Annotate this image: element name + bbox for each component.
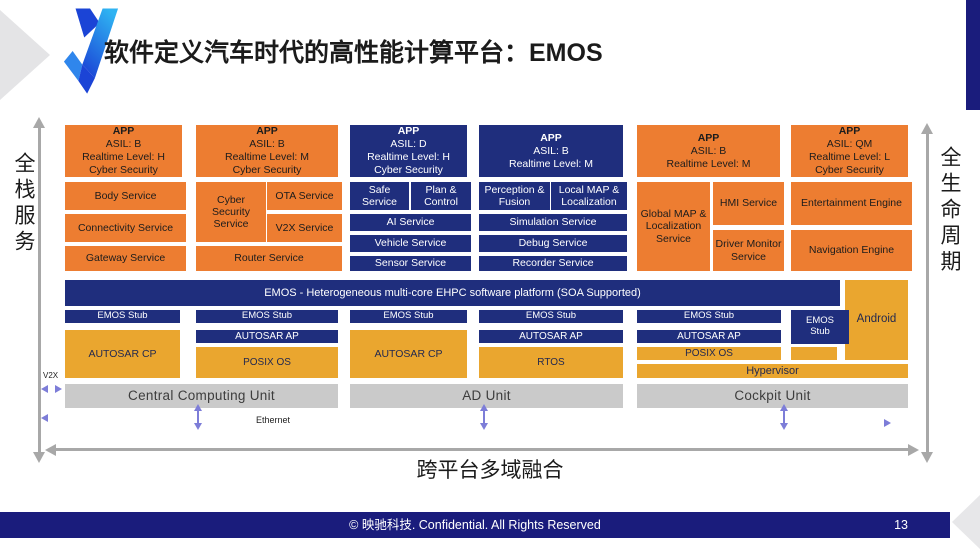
- unit-cockpit: Cockpit Unit: [637, 384, 908, 408]
- service-global-map: Global MAP & Localization Service: [637, 182, 710, 271]
- service-gateway: Gateway Service: [65, 246, 186, 271]
- service-perception-fusion: Perception & Fusion: [479, 182, 550, 210]
- app-box-ad-2: APP ASIL: B Realtime Level: M: [479, 125, 623, 177]
- bottom-span-arrowhead-right-icon: [908, 444, 919, 456]
- v2x-arrow-left-icon: [41, 385, 48, 393]
- bottom-caption: 跨平台多域融合: [416, 459, 564, 482]
- service-simulation: Simulation Service: [479, 214, 627, 231]
- emos-stub-5: EMOS Stub: [637, 310, 781, 323]
- autosar-cp-1: AUTOSAR CP: [65, 330, 180, 378]
- app-box-ad-1: APP ASIL: D Realtime Level: H Cyber Secu…: [350, 125, 467, 177]
- service-router: Router Service: [196, 246, 342, 271]
- app-box-cockpit-2: APP ASIL: QM Realtime Level: L Cyber Sec…: [791, 125, 908, 177]
- bottom-span-arrowhead-left-icon: [45, 444, 56, 456]
- service-entertainment: Entertainment Engine: [791, 182, 912, 225]
- emos-stub-3: EMOS Stub: [350, 310, 467, 323]
- v2x-arrow-left2-icon: [41, 414, 48, 422]
- hypervisor-bar: Hypervisor: [637, 364, 908, 378]
- app-box-cockpit-1: APP ASIL: B Realtime Level: M: [637, 125, 780, 177]
- android-strip: [791, 347, 837, 360]
- rtos-box: RTOS: [479, 347, 623, 378]
- service-debug: Debug Service: [479, 235, 627, 252]
- emos-stub-2: EMOS Stub: [196, 310, 338, 323]
- ethernet-link-ad-icon: [479, 404, 489, 430]
- service-body: Body Service: [65, 182, 186, 210]
- autosar-ap-5: AUTOSAR AP: [637, 330, 781, 343]
- posix-os-2: POSIX OS: [196, 347, 338, 378]
- right-axis-arrowhead-down-icon: [921, 452, 933, 463]
- emos-stub-1: EMOS Stub: [65, 310, 180, 323]
- emos-stub-small: EMOS Stub: [791, 310, 849, 344]
- app-box-central-1: APP ASIL: B Realtime Level: H Cyber Secu…: [65, 125, 182, 177]
- service-driver-monitor: Driver Monitor Service: [713, 230, 784, 271]
- ethernet-label: Ethernet: [256, 415, 291, 425]
- service-cyber-security: Cyber Security Service: [196, 182, 266, 242]
- service-connectivity: Connectivity Service: [65, 214, 186, 242]
- unit-ad: AD Unit: [350, 384, 623, 408]
- footer-bar: © 映驰科技. Confidential. All Rights Reserve…: [0, 512, 950, 538]
- bottom-span-arrow: [56, 448, 908, 451]
- autosar-cp-3: AUTOSAR CP: [350, 330, 467, 378]
- service-local-map: Local MAP & Localization: [551, 182, 627, 210]
- android-box: Android: [845, 280, 908, 360]
- company-logo-icon: [63, 8, 119, 94]
- service-ota: OTA Service: [267, 182, 342, 210]
- posix-os-5: POSIX OS: [637, 347, 781, 360]
- service-safe: Safe Service: [350, 182, 409, 210]
- right-axis-arrowhead-up-icon: [921, 123, 933, 134]
- left-axis-arrowhead-down-icon: [33, 452, 45, 463]
- service-recorder: Recorder Service: [479, 256, 627, 271]
- left-axis-arrow: [38, 128, 41, 452]
- emos-platform-bar: EMOS - Heterogeneous multi-core EHPC sof…: [65, 280, 840, 306]
- service-vehicle: Vehicle Service: [350, 235, 471, 252]
- v2x-label: V2X: [43, 371, 59, 380]
- service-hmi: HMI Service: [713, 182, 784, 225]
- decorative-chevron-left-icon: [0, 10, 50, 100]
- ethernet-link-cockpit-icon: [779, 404, 789, 430]
- service-v2x: V2X Service: [267, 214, 342, 242]
- link-arrow-right-icon: [884, 419, 891, 427]
- service-navigation: Navigation Engine: [791, 230, 912, 271]
- service-ai: AI Service: [350, 214, 471, 231]
- v2x-arrow-right-icon: [55, 385, 62, 393]
- service-plan-control: Plan & Control: [411, 182, 471, 210]
- right-axis-arrow: [926, 134, 929, 452]
- emos-stub-4: EMOS Stub: [479, 310, 623, 323]
- left-axis-arrowhead-up-icon: [33, 117, 45, 128]
- right-axis-label: 全生命周期: [938, 146, 961, 276]
- app-box-central-2: APP ASIL: B Realtime Level: M Cyber Secu…: [196, 125, 338, 177]
- page-title: 软件定义汽车时代的高性能计算平台：EMOS: [104, 39, 603, 67]
- autosar-ap-2: AUTOSAR AP: [196, 330, 338, 343]
- ethernet-link-central-icon: [193, 404, 203, 430]
- top-right-accent-bar: [966, 0, 980, 110]
- page-number: 13: [894, 518, 908, 532]
- service-sensor: Sensor Service: [350, 256, 471, 271]
- copyright-text: © 映驰科技. Confidential. All Rights Reserve…: [349, 518, 601, 532]
- left-axis-label: 全栈服务: [12, 152, 35, 256]
- decorative-chevron-right-icon: [952, 495, 980, 549]
- autosar-ap-4: AUTOSAR AP: [479, 330, 623, 343]
